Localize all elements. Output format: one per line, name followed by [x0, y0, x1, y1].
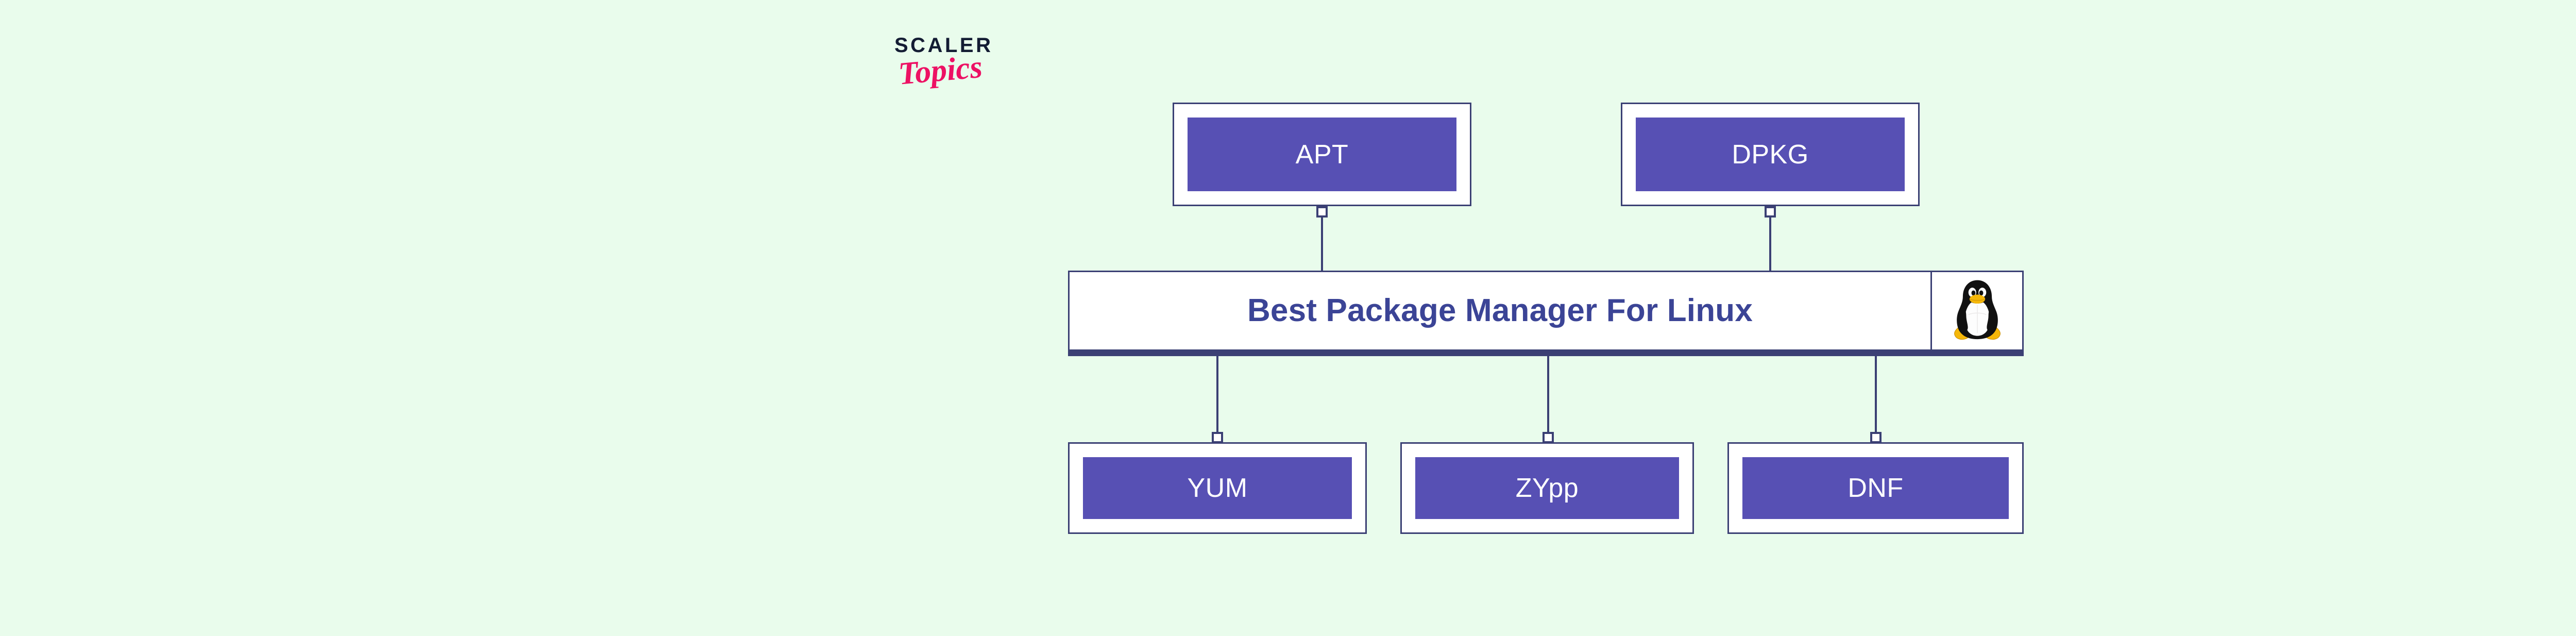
page-title: Best Package Manager For Linux	[1247, 293, 1753, 328]
connector-line-dpkg-to-root	[1769, 216, 1771, 272]
node-apt[interactable]: APT	[1173, 103, 1471, 206]
node-yum-label: YUM	[1187, 473, 1248, 503]
scaler-topics-logo: SCALER Topics	[891, 35, 1046, 133]
connector-endpoint-dpkg	[1765, 206, 1776, 217]
connector-endpoint-apt	[1316, 206, 1328, 217]
node-zypp[interactable]: ZYpp	[1400, 442, 1694, 534]
logo-scaler-text: SCALER	[894, 34, 993, 57]
node-yum[interactable]: YUM	[1068, 442, 1367, 534]
node-dnf-label: DNF	[1848, 473, 1904, 503]
node-apt-fill: APT	[1188, 118, 1456, 191]
connector-line-apt-to-root	[1321, 216, 1323, 272]
node-dpkg-fill: DPKG	[1636, 118, 1905, 191]
connector-line-root-to-zypp	[1547, 356, 1549, 434]
connector-line-root-to-yum	[1216, 356, 1218, 434]
node-yum-fill: YUM	[1083, 457, 1352, 519]
node-dpkg[interactable]: DPKG	[1621, 103, 1920, 206]
root-node-best-package-manager[interactable]: Best Package Manager For Linux	[1068, 271, 2024, 356]
connector-endpoint-yum	[1212, 432, 1223, 443]
root-icon-cell	[1932, 272, 2022, 349]
linux-tux-penguin-icon	[1954, 280, 2001, 340]
connector-endpoint-dnf	[1870, 432, 1882, 443]
node-dnf-fill: DNF	[1742, 457, 2009, 519]
connector-line-root-to-dnf	[1875, 356, 1877, 434]
root-title-cell: Best Package Manager For Linux	[1070, 272, 1932, 349]
node-zypp-label: ZYpp	[1515, 473, 1579, 503]
node-zypp-fill: ZYpp	[1415, 457, 1679, 519]
node-dnf[interactable]: DNF	[1727, 442, 2024, 534]
node-dpkg-label: DPKG	[1732, 139, 1809, 170]
node-apt-label: APT	[1295, 139, 1349, 170]
connector-endpoint-zypp	[1543, 432, 1554, 443]
